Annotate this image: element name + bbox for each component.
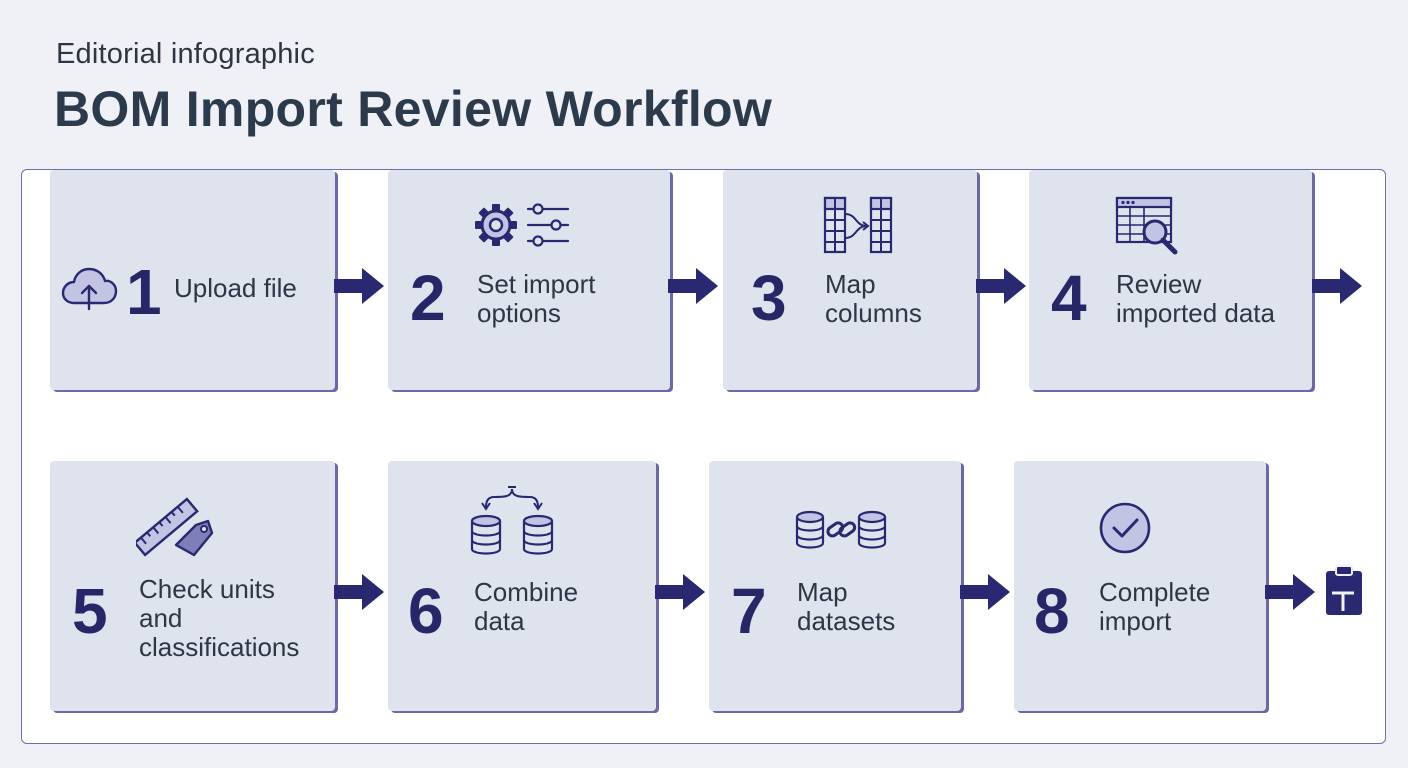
step-card-1: 1 Upload file bbox=[50, 170, 335, 390]
arrow-right-icon bbox=[960, 574, 1010, 610]
arrow-right-icon bbox=[976, 268, 1026, 304]
step-label-6: Combine data bbox=[474, 577, 579, 637]
step-card-2: 2 Set import options bbox=[388, 170, 670, 390]
spreadsheet-search-icon bbox=[1115, 196, 1178, 255]
arrow-right-icon bbox=[334, 268, 384, 304]
step-label-2: Set import options bbox=[477, 269, 596, 329]
step-label-5: Check units and classifications bbox=[139, 574, 300, 663]
step-number-5: 5 bbox=[72, 575, 108, 647]
arrow-right-icon bbox=[655, 574, 705, 610]
column-mapping-icon bbox=[823, 196, 893, 254]
arrow-right-icon bbox=[1265, 574, 1315, 610]
database-link-icon bbox=[795, 510, 887, 549]
ruler-tag-icon bbox=[136, 497, 214, 557]
step-number-8: 8 bbox=[1034, 575, 1070, 647]
arrow-right-icon bbox=[334, 574, 384, 610]
step-label-4: Review imported data bbox=[1116, 269, 1275, 329]
step-label-3: Map columns bbox=[825, 269, 922, 329]
step-card-6: 6 Combine data bbox=[388, 461, 656, 711]
step-number-6: 6 bbox=[408, 575, 444, 647]
step-number-7: 7 bbox=[731, 575, 767, 647]
step-number-4: 4 bbox=[1051, 262, 1087, 334]
step-card-8: 8 Complete import bbox=[1014, 461, 1266, 711]
step-label-7: Map datasets bbox=[797, 577, 896, 637]
step-number-2: 2 bbox=[410, 262, 446, 334]
settings-sliders-icon bbox=[475, 203, 570, 247]
step-number-1: 1 bbox=[126, 256, 162, 328]
step-label-1: Upload file bbox=[174, 273, 297, 303]
step-card-4: 4 Review imported data bbox=[1029, 170, 1312, 390]
clipboard-icon bbox=[1326, 565, 1362, 615]
arrow-right-icon bbox=[1312, 268, 1362, 304]
step-card-5: 5 Check units and classifications bbox=[50, 461, 335, 711]
infographic-kicker: Editorial infographic bbox=[56, 38, 315, 70]
cloud-upload-icon bbox=[61, 267, 118, 311]
step-card-3: 3 Map columns bbox=[723, 170, 977, 390]
step-number-3: 3 bbox=[751, 262, 787, 334]
page-title: BOM Import Review Workflow bbox=[54, 81, 773, 137]
step-label-8: Complete import bbox=[1099, 577, 1211, 637]
step-card-7: 7 Map datasets bbox=[709, 461, 961, 711]
database-merge-icon bbox=[470, 486, 554, 555]
arrow-right-icon bbox=[668, 268, 718, 304]
check-circle-icon bbox=[1099, 502, 1151, 554]
